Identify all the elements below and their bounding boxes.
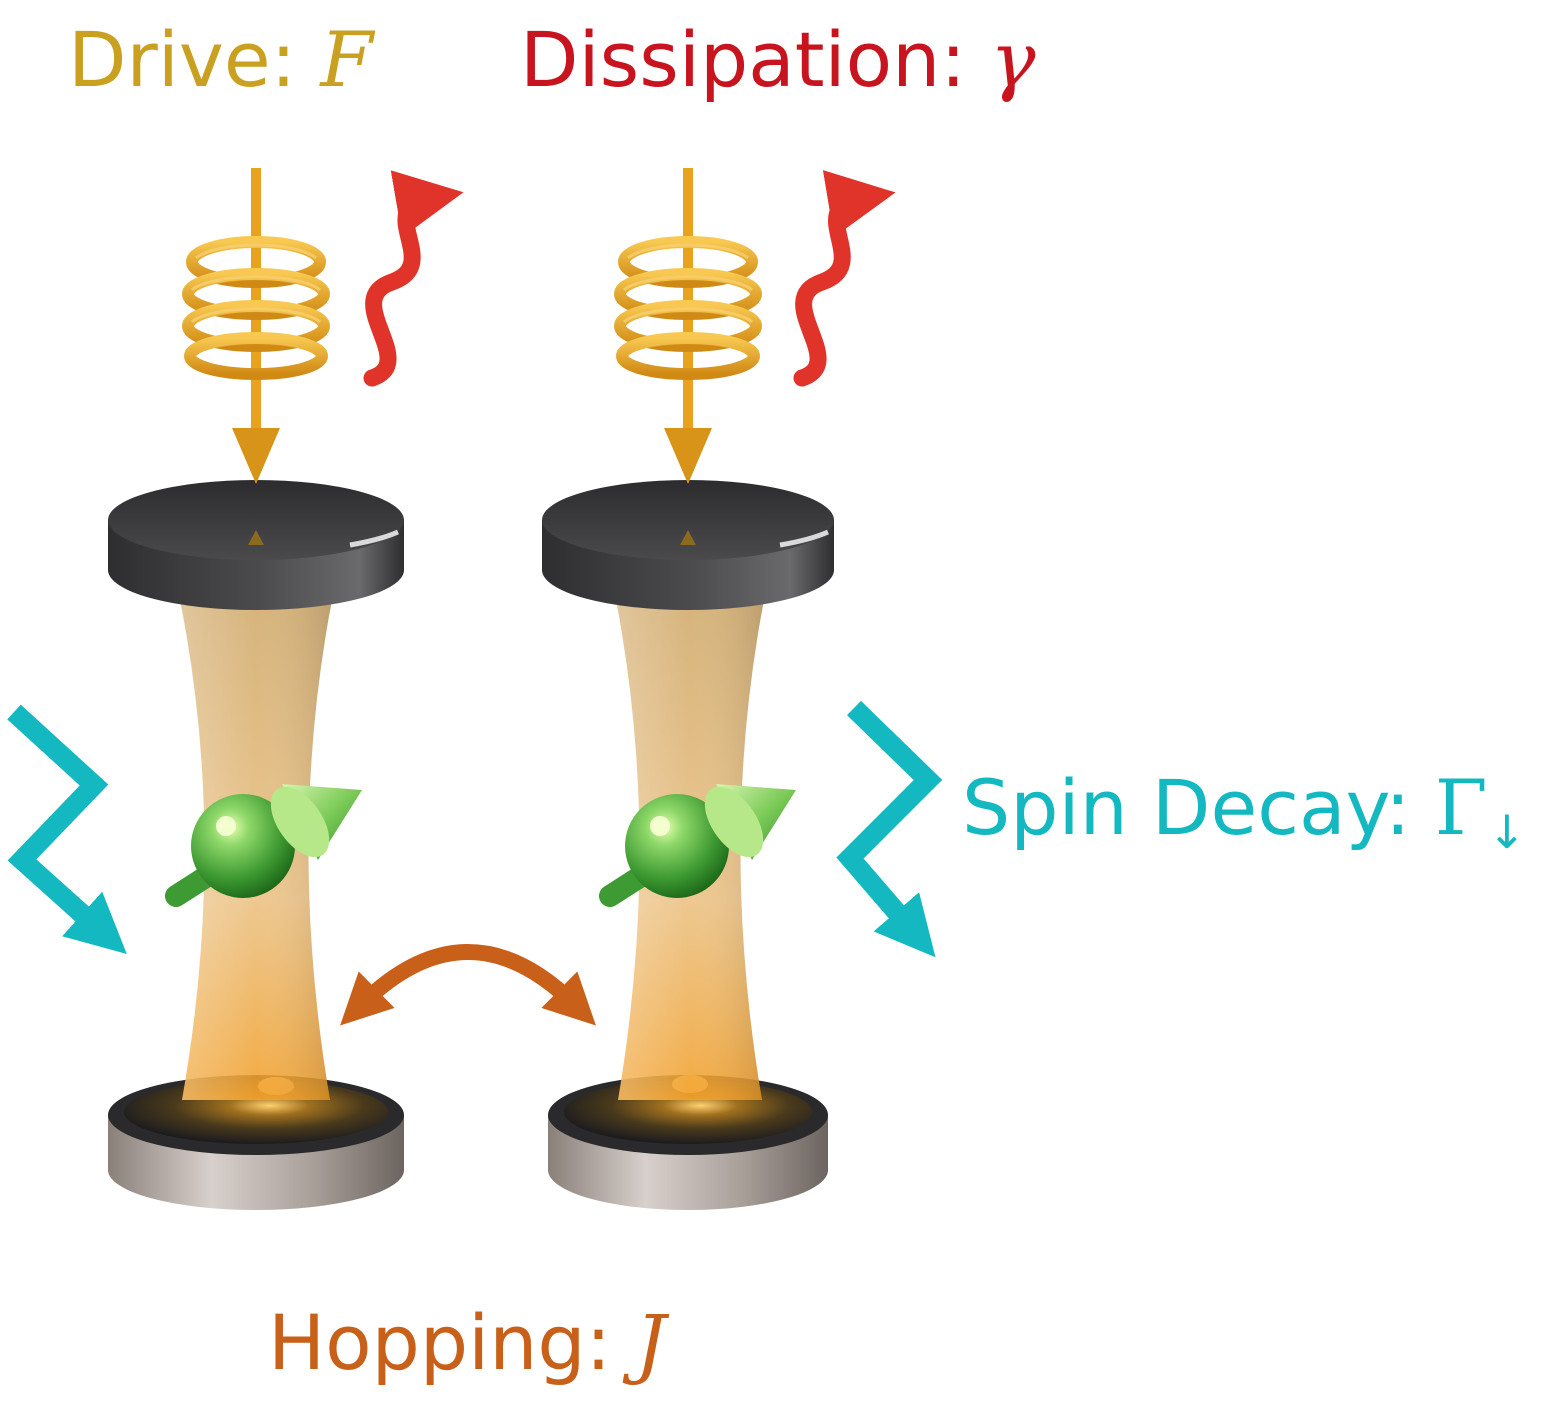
left-spin [165, 784, 362, 907]
hopping-symbol: J [635, 1298, 666, 1387]
right-dissipation-arrow [793, 170, 896, 387]
drive-symbol: F [320, 15, 374, 104]
spin-decay-subscript: ↓ [1487, 805, 1527, 859]
hopping-label: Hopping: J [268, 1305, 666, 1381]
spin-decay-symbol: Γ [1434, 763, 1488, 852]
left-drive-arrow [182, 168, 330, 484]
dissipation-symbol: γ [990, 15, 1036, 104]
spin-decay-label: Spin Decay: Γ↓ [962, 770, 1526, 856]
drive-label-text: Drive: [68, 15, 321, 104]
hopping-arrow [340, 944, 596, 1026]
right-spin [599, 784, 796, 907]
dissipation-label: Dissipation: γ [520, 22, 1036, 98]
dissipation-label-text: Dissipation: [520, 15, 991, 104]
left-spin-decay-arrow [7, 704, 127, 955]
spin-decay-label-text: Spin Decay: [962, 763, 1435, 852]
right-drive-arrow [614, 168, 762, 484]
right-cavity [542, 168, 943, 1210]
drive-label: Drive: F [68, 22, 373, 98]
left-dissipation-arrow [363, 170, 464, 387]
right-spin-decay-arrow [836, 700, 943, 958]
left-top-mirror [108, 480, 404, 610]
right-top-mirror [542, 480, 834, 610]
hopping-label-text: Hopping: [268, 1298, 636, 1387]
left-cavity [7, 168, 464, 1210]
